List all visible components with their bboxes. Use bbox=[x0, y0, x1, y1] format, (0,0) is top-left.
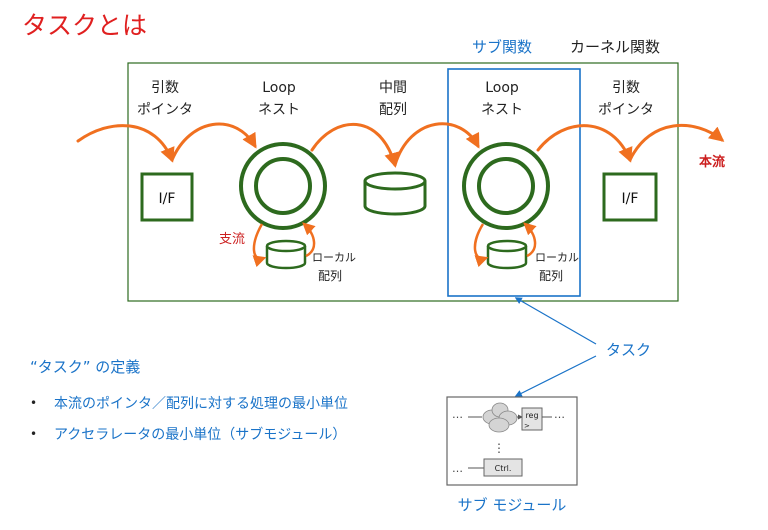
mid-array-cylinder bbox=[363, 171, 427, 216]
sub-function-label: サブ関数 bbox=[472, 38, 532, 56]
mid-array-label-1: 中間 bbox=[379, 80, 407, 96]
loop-label-1-2: ネスト bbox=[258, 102, 300, 118]
mid-array-label-2: 配列 bbox=[379, 102, 407, 118]
task-arrow-up bbox=[514, 297, 597, 345]
main-flow-arc-2 bbox=[310, 123, 399, 168]
reg-label: reg bbox=[525, 411, 538, 420]
loop-nest-1-inner bbox=[254, 157, 312, 215]
logic-cloud-icon bbox=[482, 402, 518, 433]
arg-pointer-label-right-1: 引数 bbox=[612, 80, 640, 96]
loop-label-2-1: Loop bbox=[485, 80, 519, 96]
local-array-label-1-1: ローカル bbox=[312, 251, 356, 264]
sub-module-caption: サブ モジュール bbox=[458, 496, 567, 514]
interface-box-left bbox=[140, 172, 194, 222]
tributary-loop-2 bbox=[473, 223, 489, 268]
sub-module-vdots: ⋮ bbox=[493, 441, 505, 455]
arg-pointer-label-left-1: 引数 bbox=[151, 80, 179, 96]
definition-bullet-1: 本流のポインタ／配列に対する処理の最小単位 bbox=[54, 396, 348, 412]
loop-label-1-1: Loop bbox=[262, 80, 296, 96]
tributary-loop-2-return bbox=[523, 222, 537, 258]
local-array-cylinder-2 bbox=[486, 239, 528, 270]
main-flow-arc-exit bbox=[628, 123, 725, 162]
main-flow-arrows bbox=[76, 122, 725, 168]
ctrl-label: Ctrl. bbox=[495, 464, 512, 473]
main-flow-arc-1 bbox=[170, 122, 257, 162]
arg-pointer-label-left-2: ポインタ bbox=[137, 102, 193, 118]
sub-module-ellipsis-bottom: … bbox=[452, 462, 463, 475]
local-array-label-1-2: 配列 bbox=[318, 269, 342, 283]
definition-bullet-2: アクセラレータの最小単位（サブモジュール） bbox=[54, 426, 346, 443]
tributary-label: 支流 bbox=[219, 232, 245, 247]
tributary-loop-1 bbox=[252, 223, 267, 268]
interface-label-right: I/F bbox=[622, 191, 639, 207]
interface-label-left: I/F bbox=[159, 191, 176, 207]
reg-clock-mark: > bbox=[524, 422, 530, 430]
definition-heading: “タスク” の定義 bbox=[30, 358, 140, 376]
loop-label-2-2: ネスト bbox=[481, 102, 523, 118]
arg-pointer-label-right-2: ポインタ bbox=[598, 102, 654, 118]
sub-module-ellipsis-left: … bbox=[452, 408, 463, 421]
definition-bullet-1-marker: • bbox=[30, 396, 37, 410]
main-flow-arc-4 bbox=[536, 124, 633, 163]
local-array-label-2-1: ローカル bbox=[535, 251, 579, 264]
interface-box-right bbox=[602, 172, 658, 222]
page-title: タスクとは bbox=[22, 11, 147, 40]
main-flow-label: 本流 bbox=[699, 154, 725, 170]
main-flow-arc-3 bbox=[393, 122, 480, 167]
task-arrow-down bbox=[514, 355, 597, 397]
main-flow-arc-entry bbox=[76, 124, 175, 163]
ctrl-box bbox=[483, 458, 523, 477]
sub-module-ellipsis-right: … bbox=[554, 408, 565, 421]
tributary-loop-1-return bbox=[302, 222, 316, 258]
reg-box bbox=[521, 407, 543, 431]
local-array-label-2-2: 配列 bbox=[539, 269, 563, 283]
definition-bullet-2-marker: • bbox=[30, 427, 37, 441]
task-label: タスク bbox=[606, 341, 651, 359]
sub-function-box bbox=[447, 68, 581, 297]
loop-nest-2-inner bbox=[477, 157, 535, 215]
kernel-function-label: カーネル関数 bbox=[570, 38, 660, 56]
kernel-function-box bbox=[127, 62, 679, 302]
local-array-cylinder-1 bbox=[265, 239, 307, 270]
